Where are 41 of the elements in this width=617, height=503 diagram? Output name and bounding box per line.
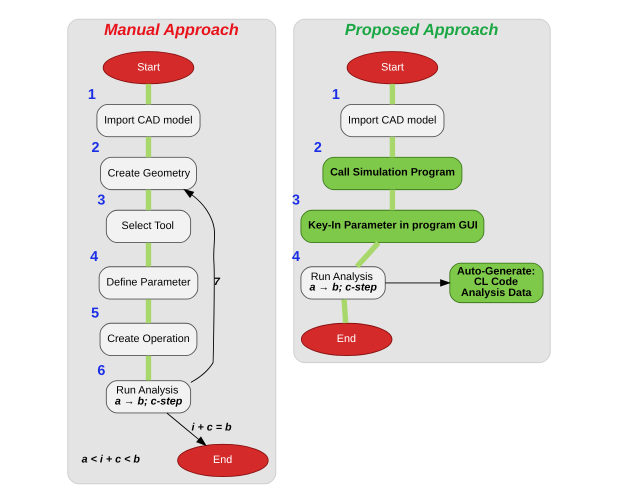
connector bbox=[145, 242, 151, 267]
node-box: Key-In Parameter in program GUI bbox=[300, 210, 484, 243]
connector bbox=[145, 136, 151, 158]
node-label: 2 bbox=[313, 140, 322, 156]
label: a < i + c < b bbox=[81, 453, 140, 466]
edge-label: 7 bbox=[213, 276, 220, 288]
connector bbox=[145, 84, 151, 104]
arrow bbox=[384, 279, 450, 287]
connector bbox=[389, 190, 395, 210]
node-label: 4 bbox=[291, 249, 300, 266]
edge-label: i + c = b bbox=[191, 422, 232, 434]
node-ellipse: End bbox=[176, 444, 268, 478]
arrow bbox=[166, 412, 206, 446]
connector bbox=[340, 299, 348, 324]
node-label: 2 bbox=[91, 140, 99, 156]
node-label: 6 bbox=[96, 363, 105, 380]
node-box: Run Analysis a → b; c-step bbox=[300, 266, 386, 300]
node-box: Import CAD model bbox=[340, 104, 444, 138]
node-label: 5 bbox=[90, 306, 99, 322]
node-box: Run Analysis a → b; c-step bbox=[105, 380, 191, 414]
node-box: Define Parameter bbox=[98, 266, 198, 300]
node-label: 1 bbox=[87, 86, 96, 103]
node-label: 4 bbox=[90, 249, 98, 266]
arrow bbox=[182, 188, 215, 383]
node-box: Call Simulation Program bbox=[322, 156, 462, 190]
node-label: 3 bbox=[291, 192, 300, 209]
node-box: Create Operation bbox=[99, 322, 197, 356]
connector bbox=[145, 190, 151, 210]
node-box: Import CAD model bbox=[96, 104, 200, 138]
node-label: 1 bbox=[331, 86, 340, 103]
connector bbox=[145, 356, 151, 380]
node-ellipse: Start bbox=[346, 51, 438, 84]
node-ellipse: End bbox=[300, 322, 392, 356]
connector bbox=[389, 84, 395, 104]
node-box: Create Geometry bbox=[100, 156, 196, 190]
node-box: Auto-Generate: CL Code Analysis Data bbox=[448, 262, 544, 304]
node-label: 3 bbox=[96, 192, 105, 209]
connector bbox=[145, 299, 151, 324]
node-box: Select Tool bbox=[105, 210, 191, 243]
node-ellipse: Start bbox=[102, 51, 194, 84]
connector bbox=[389, 136, 395, 158]
